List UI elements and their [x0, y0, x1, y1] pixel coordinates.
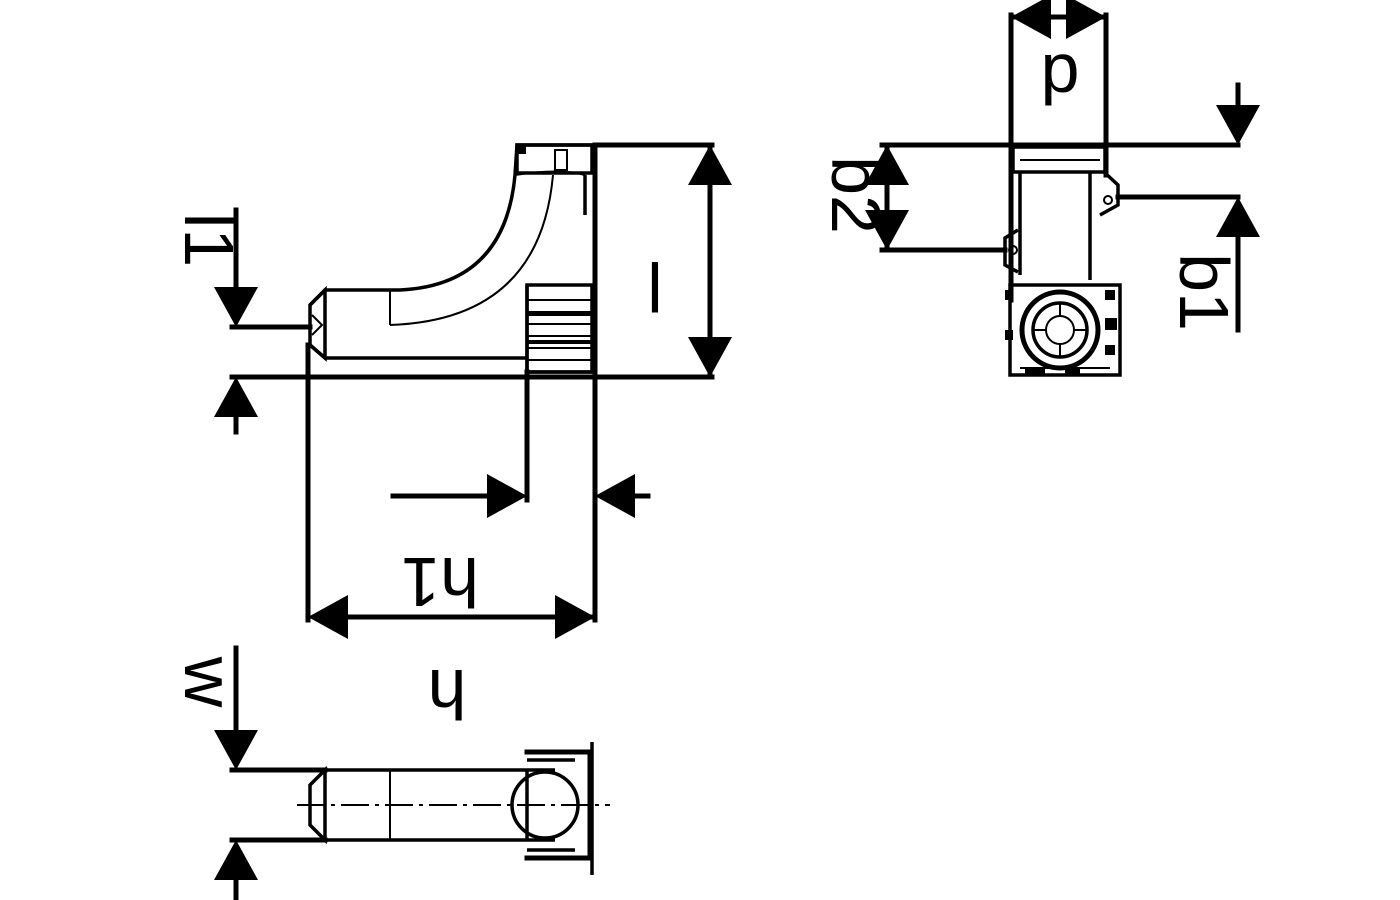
front-extension-lines — [879, 142, 1241, 253]
bottom-view — [297, 742, 610, 875]
dimension-b2: b2 — [817, 145, 909, 250]
dimension-w: w — [170, 645, 328, 900]
label-h: h — [428, 655, 467, 733]
dimension-d: d — [1008, 0, 1109, 118]
side-extension-lines — [229, 142, 715, 623]
dimension-l1: l1 — [170, 207, 258, 435]
dimension-h1: h1 — [390, 474, 651, 621]
label-h1: h1 — [401, 543, 479, 621]
label-b1: b1 — [1165, 253, 1243, 331]
label-b2: b2 — [817, 156, 895, 234]
side-view — [308, 142, 598, 375]
dimension-l: l — [647, 145, 732, 377]
label-l: l — [647, 247, 663, 325]
label-d: d — [1041, 40, 1080, 118]
label-l1: l1 — [170, 213, 248, 267]
dimension-b1: b1 — [1165, 82, 1260, 333]
front-view — [1003, 12, 1122, 377]
label-w: w — [170, 656, 248, 708]
dimension-h: h — [308, 595, 595, 733]
